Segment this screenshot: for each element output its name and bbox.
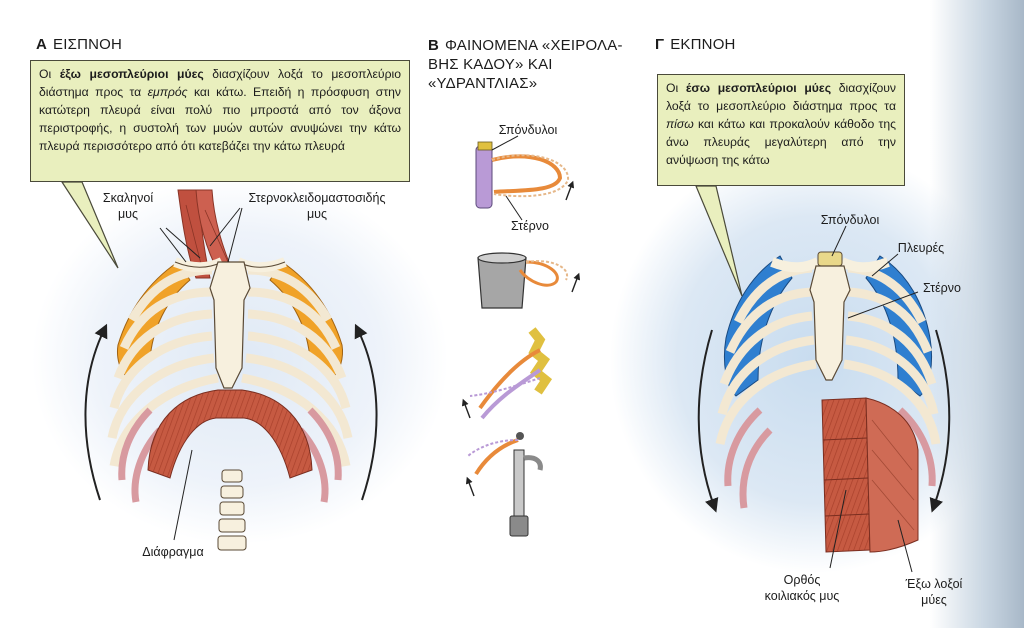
label-scalene-line1: Σκαληνοί bbox=[103, 191, 153, 205]
sternum-c bbox=[810, 266, 850, 380]
label-scalene-muscles: Σκαληνοί μυς bbox=[90, 190, 166, 222]
callout-a-italic: εμπρός bbox=[148, 85, 188, 99]
label-ribs-c: Πλευρές bbox=[886, 240, 956, 256]
panel-a-letter: Α bbox=[36, 36, 47, 53]
arrow-up-left-a bbox=[85, 330, 104, 500]
label-scm-line2: μυς bbox=[307, 207, 327, 221]
label-sternum-c: Στέρνο bbox=[912, 280, 972, 296]
callout-a-bold: έξω μεσοπλεύριοι μύες bbox=[60, 67, 204, 81]
panel-c-title-text: ΕΚΠΝΟΗ bbox=[670, 36, 735, 53]
label-diaphragm: Διάφραγμα bbox=[128, 544, 218, 560]
label-scm-line1: Στερνοκλειδομαστοσιδής bbox=[249, 191, 386, 205]
panel-a-thorax bbox=[62, 182, 377, 550]
callout-c-pre: Οι bbox=[666, 81, 686, 95]
label-rectus-line2: κοιλιακός μυς bbox=[765, 589, 840, 603]
arrow-down-left-c bbox=[699, 330, 714, 506]
label-rectus-line1: Ορθός bbox=[784, 573, 821, 587]
callout-c-italic: πίσω bbox=[666, 117, 694, 131]
arrow-up-right-a bbox=[358, 330, 377, 500]
panel-c-title: Γ ΕΚΠΝΟΗ bbox=[655, 36, 736, 53]
callout-c-post: και κάτω και προκαλούν κάθοδο της άνω πλ… bbox=[666, 117, 896, 167]
panel-c-letter: Γ bbox=[655, 36, 664, 53]
rib-bucket-handle-1 bbox=[476, 142, 572, 208]
label-external-oblique: Έξω λοξοί μύες bbox=[894, 576, 974, 608]
label-vertebrae-c: Σπόνδυλοι bbox=[810, 212, 890, 228]
callout-a-pre: Οι bbox=[39, 67, 60, 81]
panel-a-callout: Οι έξω μεσοπλεύριοι μύες διασχίζουν λοξά… bbox=[30, 60, 410, 182]
label-scalene-line2: μυς bbox=[118, 207, 138, 221]
callout-c-bold: έσω μεσοπλεύριοι μύες bbox=[686, 81, 831, 95]
panel-a-title-text: ΕΙΣΠΝΟΗ bbox=[53, 36, 122, 53]
panel-b-title-line3: «ΥΔΡΑΝΤΛΙΑΣ» bbox=[428, 75, 537, 92]
vertebra-c bbox=[818, 252, 842, 266]
panel-a-title: Α ΕΙΣΠΝΟΗ bbox=[36, 36, 122, 53]
panel-b-title-line1: ΦΑΙΝΟΜΕΝΑ «ΧΕΙΡΟΛΑ- bbox=[445, 37, 623, 54]
label-oblique-line1: Έξω λοξοί bbox=[906, 577, 963, 591]
diaphragm-a bbox=[148, 390, 312, 478]
bucket-icon bbox=[478, 253, 578, 308]
panel-b-title-line2: ΒΗΣ ΚΑΔΟΥ» ΚΑΙ bbox=[428, 56, 553, 73]
water-pump-icon bbox=[468, 432, 540, 536]
panel-b-title: Β ΦΑΙΝΟΜΕΝΑ «ΧΕΙΡΟΛΑ- ΒΗΣ ΚΑΔΟΥ» ΚΑΙ «ΥΔΡ… bbox=[428, 36, 623, 93]
label-rectus-abdominis: Ορθός κοιλιακός μυς bbox=[752, 572, 852, 604]
sternum-a bbox=[210, 262, 250, 388]
rectus-abdominis bbox=[822, 398, 870, 552]
panel-b-letter: Β bbox=[428, 37, 439, 54]
label-vertebrae-b: Σπόνδυλοι bbox=[488, 122, 568, 138]
panel-b-mechanisms bbox=[464, 136, 578, 536]
label-sternocleidomastoid: Στερνοκλειδομαστοσιδής μυς bbox=[224, 190, 410, 222]
panel-c-callout: Οι έσω μεσοπλεύριοι μύες διασχίζουν λοξά… bbox=[657, 74, 905, 186]
spine-a bbox=[218, 470, 246, 550]
label-oblique-line2: μύες bbox=[921, 593, 947, 607]
arrow-down-right-c bbox=[934, 330, 949, 506]
label-sternum-b: Στέρνο bbox=[500, 218, 560, 234]
rib-pump-handle bbox=[464, 330, 546, 418]
